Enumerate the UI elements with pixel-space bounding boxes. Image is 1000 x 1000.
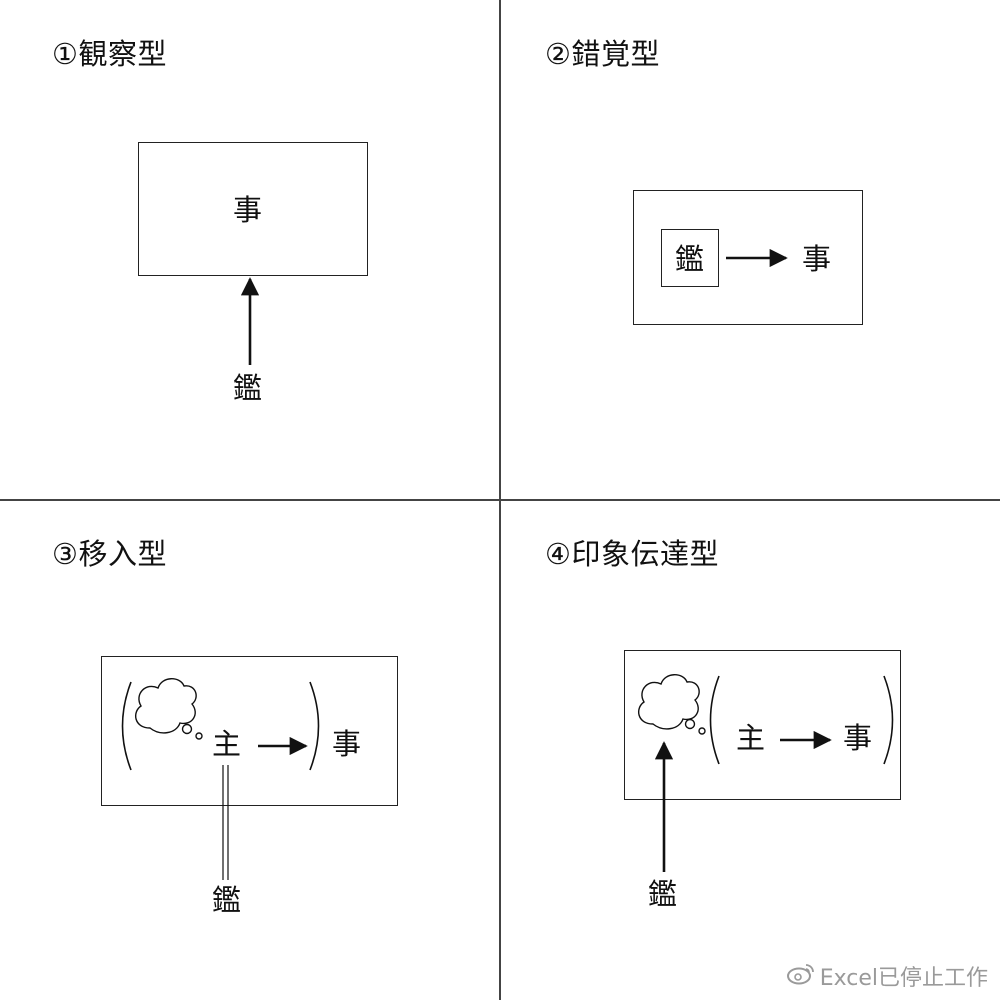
panel-3-kan-label: 鑑 [212, 883, 242, 917]
panel-2-kan-label: 鑑 [675, 242, 705, 276]
weibo-icon [786, 961, 816, 991]
panel-3-left-paren [121, 681, 132, 771]
watermark: Excel已停止工作 [786, 960, 988, 992]
panel-4-kan-label: 鑑 [648, 877, 678, 911]
panel-3-outer-box [101, 656, 398, 806]
panel-3-right-paren [309, 681, 320, 771]
panel-4-title: ④印象伝達型 [545, 537, 719, 571]
panel-1-koto-box [138, 142, 368, 276]
panel-2-title: ②錯覚型 [545, 37, 660, 71]
panel-3-thought-cloud-icon [134, 678, 203, 740]
panel-1-title: ①観察型 [52, 37, 167, 71]
panel-4-thought-cloud-icon [637, 674, 706, 735]
panel-1-koto-label: 事 [233, 193, 263, 227]
panel-4-koto-label: 事 [843, 721, 873, 755]
panel-1-kan-label: 鑑 [233, 371, 263, 405]
panel-4-outer-box [624, 650, 901, 800]
panel-4-left-paren [709, 675, 720, 765]
panel-2-outer-box [633, 190, 863, 325]
panel-4-shu-label: 主 [736, 721, 766, 755]
watermark-text: Excel已停止工作 [819, 966, 988, 991]
panel-3-koto-label: 事 [332, 727, 362, 761]
panel-2-koto-label: 事 [802, 242, 832, 276]
panel-3-shu-label: 主 [212, 727, 242, 761]
panel-2-kan-box [661, 229, 719, 287]
horizontal-divider [0, 499, 1000, 501]
panel-3-title: ③移入型 [52, 537, 167, 571]
panel-4-right-paren [883, 675, 894, 765]
